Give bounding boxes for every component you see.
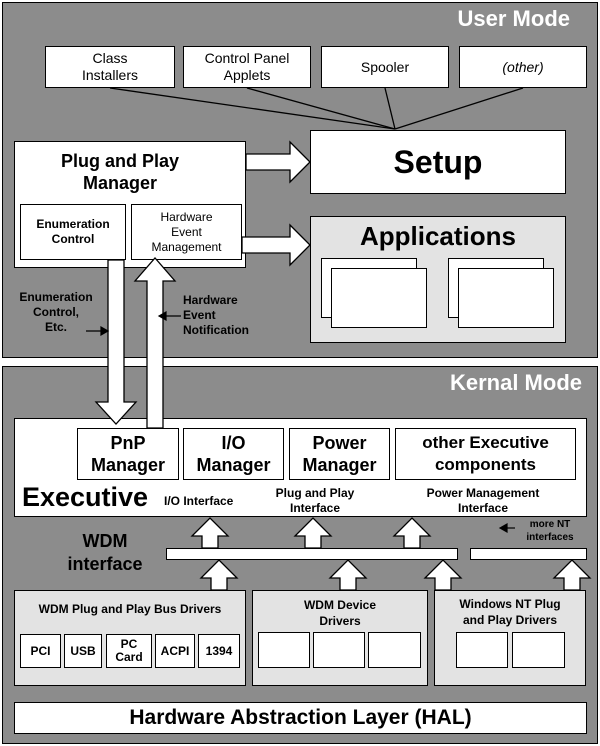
connector-class-installers: [109, 87, 396, 130]
enumeration-control-label: Enumeration Control, Etc.: [19, 290, 93, 334]
connector-control-panel: [246, 87, 396, 130]
control-panel-box: Control Panel Applets: [183, 46, 311, 88]
arrow-nt-drivers-nt-icon: [552, 559, 592, 591]
arrow-power-interface-icon: [392, 517, 432, 549]
app-window-front-1: [331, 268, 427, 328]
enumeration-control-box: Enumeration Control: [20, 204, 126, 260]
wdm-interface-label: WDM interface: [67, 531, 143, 574]
pointer-enumeration-icon: [100, 325, 110, 337]
applications-title: Applications: [359, 221, 516, 251]
hardware-event-notification-label: Hardware Event Notification: [183, 293, 249, 337]
arrow-pnp-to-setup-icon: [245, 140, 311, 184]
kernel-mode-title: Kernal Mode: [449, 370, 582, 395]
nt-drivers-title: Windows NT Plug and Play Drivers: [459, 597, 561, 627]
power-interface-label: Power Management Interface: [426, 486, 540, 515]
nt-driver-slot-2: [512, 632, 565, 668]
io-manager-box: I/O Manager: [183, 428, 284, 480]
pci-box: PCI: [20, 634, 61, 668]
arrow-device-drivers-icon: [328, 559, 368, 591]
arrow-hardware-event-up-icon: [133, 257, 177, 429]
pnp-manager-kernel-box: PnP Manager: [77, 428, 179, 480]
executive-label: Executive: [22, 482, 149, 512]
connector-other: [394, 87, 524, 130]
connector-spooler: [384, 87, 396, 130]
arrow-nt-drivers-wdm-icon: [423, 559, 463, 591]
device-driver-slot-3: [368, 632, 421, 668]
pnp-manager-user-title: Plug and Play Manager: [60, 151, 180, 193]
nt-driver-slot-1: [456, 632, 508, 668]
pnp-interface-label: Plug and Play Interface: [275, 486, 355, 515]
arrow-enumeration-down-icon: [94, 259, 138, 425]
pointer-notification-icon: [157, 310, 167, 322]
pointer-more-nt-icon: [498, 522, 508, 534]
hardware-event-management-box: Hardware Event Management: [131, 204, 242, 260]
other-executive-box: other Executive components: [395, 428, 576, 480]
power-manager-box: Power Manager: [289, 428, 390, 480]
device-driver-slot-2: [313, 632, 365, 668]
device-drivers-title: WDM Device Drivers: [303, 598, 377, 628]
more-nt-interfaces-label: more NT interfaces: [526, 519, 574, 543]
1394-box: 1394: [198, 634, 240, 668]
app-window-front-2: [458, 268, 554, 328]
io-interface-label: I/O Interface: [164, 494, 234, 508]
user-mode-title: User Mode: [457, 6, 570, 31]
class-installers-box: Class Installers: [45, 46, 175, 88]
arrow-io-interface-icon: [190, 517, 230, 549]
acpi-box: ACPI: [155, 634, 195, 668]
hal-box: Hardware Abstraction Layer (HAL): [14, 702, 587, 734]
arrow-pnp-interface-icon: [293, 517, 333, 549]
pc-card-box: PC Card: [106, 634, 152, 668]
device-driver-slot-1: [258, 632, 310, 668]
other-box: (other): [459, 46, 587, 88]
arrow-bus-drivers-icon: [199, 559, 239, 591]
bus-drivers-title: WDM Plug and Play Bus Drivers: [38, 602, 222, 616]
setup-box: Setup: [310, 130, 566, 194]
nt-interface-bar: [470, 548, 587, 560]
usb-box: USB: [64, 634, 102, 668]
spooler-box: Spooler: [321, 46, 449, 88]
arrow-pnp-to-applications-icon: [241, 223, 311, 267]
